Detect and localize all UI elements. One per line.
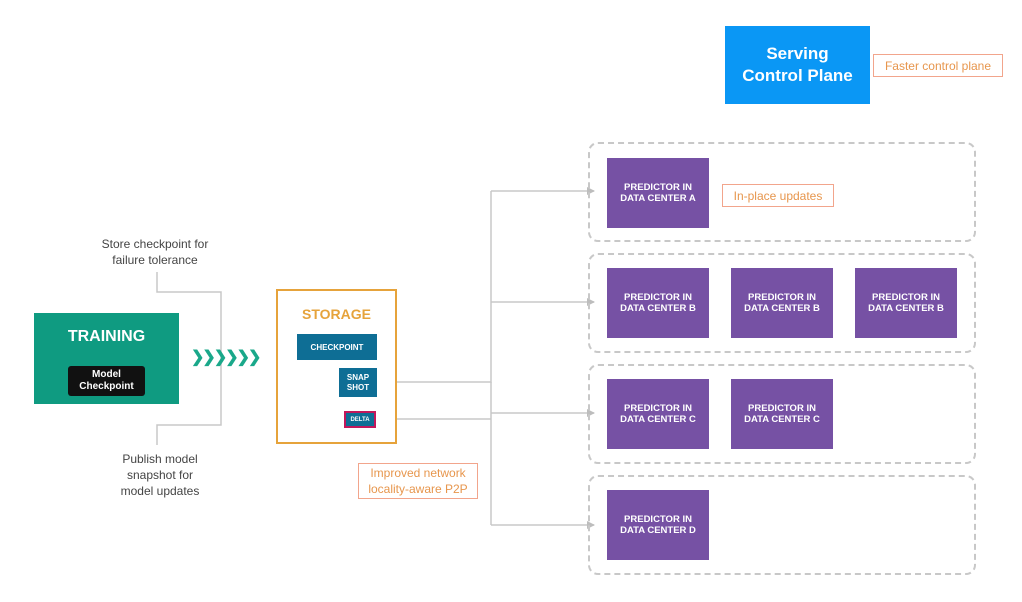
store-checkpoint-connector [156,272,222,445]
data-center-c-group [588,364,976,464]
in-place-updates-note: In-place updates [722,184,834,207]
data-center-b-group [588,253,976,353]
storage-box: STORAGE CHECKPOINT SNAP SHOT DELTA [276,289,397,444]
snapshot-line2: SHOT [346,382,370,392]
predictor-line2: DATA CENTER A [620,193,696,204]
predictor-line1: PREDICTOR IN [624,403,692,414]
predictor-line1: PREDICTOR IN [748,403,816,414]
store-annotation-line2: failure tolerance [112,253,198,267]
predictor-dc-a: PREDICTOR IN DATA CENTER A [607,158,709,228]
predictor-line1: PREDICTOR IN [624,514,692,525]
predictor-line2: DATA CENTER B [744,303,820,314]
predictor-line1: PREDICTOR IN [748,292,816,303]
predictor-dc-c-2: PREDICTOR IN DATA CENTER C [731,379,833,449]
predictor-line2: DATA CENTER C [620,414,696,425]
network-note-line2: locality-aware P2P [368,482,468,496]
serving-label-line1: Serving [766,44,829,63]
model-checkpoint-chip: Model Checkpoint [68,366,145,396]
predictor-line1: PREDICTOR IN [624,292,692,303]
predictor-dc-b-2: PREDICTOR IN DATA CENTER B [731,268,833,338]
checkpoint-block: CHECKPOINT [297,334,377,360]
chip-line1: Model [92,369,121,380]
data-center-a-group [588,142,976,242]
predictor-line2: DATA CENTER D [620,525,696,536]
serving-label-line2: Control Plane [742,66,853,85]
snapshot-block: SNAP SHOT [339,368,377,397]
store-annotation-line1: Store checkpoint for [101,237,209,251]
publish-snapshot-annotation: Publish model snapshot for model updates [90,451,230,499]
publish-annotation-line2: snapshot for [126,468,194,482]
storage-title: STORAGE [302,306,371,322]
predictor-line1: PREDICTOR IN [872,292,940,303]
delta-block: DELTA [344,411,376,428]
publish-annotation-line3: model updates [120,484,200,498]
predictor-line1: PREDICTOR IN [624,182,692,193]
predictor-line2: DATA CENTER C [744,414,820,425]
predictor-dc-d: PREDICTOR IN DATA CENTER D [607,490,709,560]
improved-network-note: Improved network locality-aware P2P [358,463,478,499]
predictor-line2: DATA CENTER B [620,303,696,314]
predictor-dc-b-1: PREDICTOR IN DATA CENTER B [607,268,709,338]
predictor-dc-b-3: PREDICTOR IN DATA CENTER B [855,268,957,338]
publish-annotation-line1: Publish model [122,452,198,466]
predictor-dc-c-1: PREDICTOR IN DATA CENTER C [607,379,709,449]
chip-line2: Checkpoint [79,381,134,392]
flow-chevrons-icon: ❯❯❯❯❯❯ [191,349,261,366]
faster-control-plane-note: Faster control plane [873,54,1003,77]
training-box: TRAINING Model Checkpoint [34,313,179,404]
network-note-line1: Improved network [370,466,466,480]
training-title: TRAINING [67,328,146,345]
store-checkpoint-annotation: Store checkpoint for failure tolerance [80,236,230,268]
predictor-line2: DATA CENTER B [868,303,944,314]
data-center-d-group [588,475,976,575]
snapshot-line1: SNAP [346,372,370,382]
serving-control-plane-box: Serving Control Plane [725,26,870,104]
